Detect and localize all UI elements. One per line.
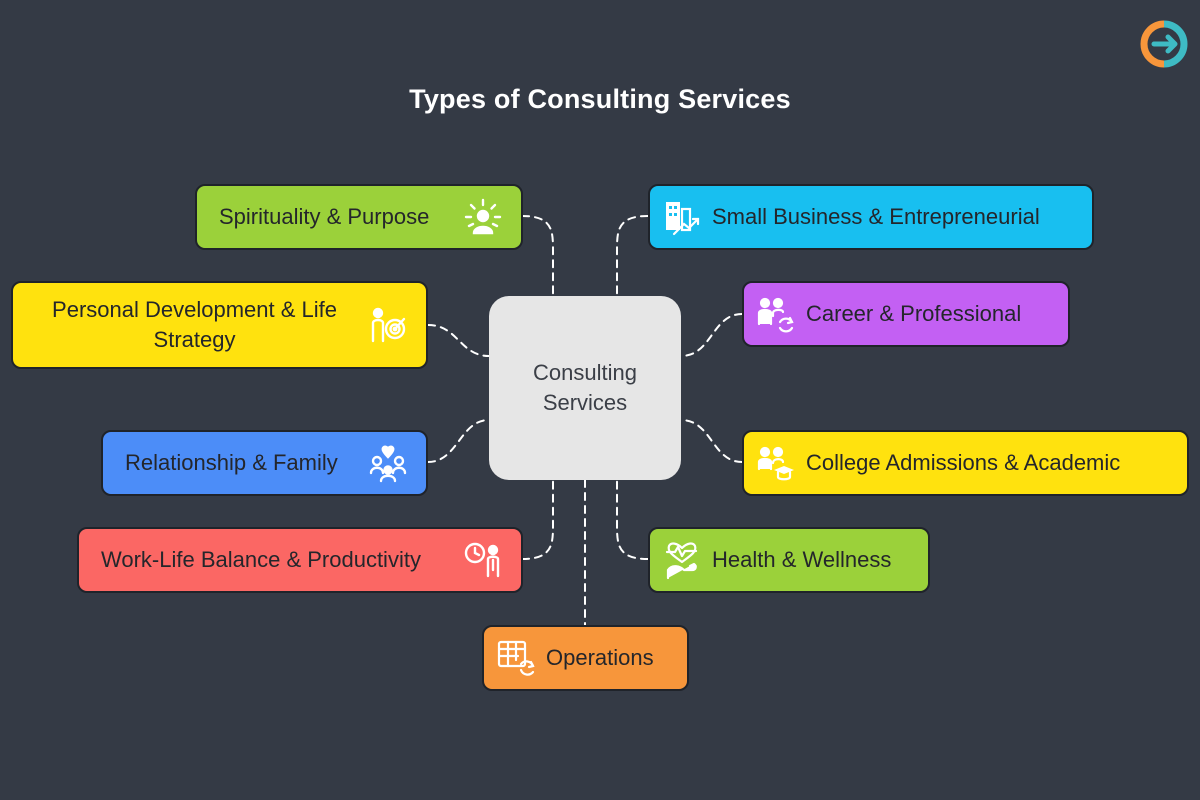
node-operations: Operations (482, 625, 689, 691)
node-college-admissions: College Admissions & Academic (742, 430, 1189, 496)
connector-career (680, 313, 743, 357)
connector-health (616, 479, 649, 560)
connector-work-life (521, 479, 554, 560)
building-growth-icon (666, 202, 700, 236)
people-cycle-icon (757, 297, 794, 333)
spreadsheet-cycle-icon (497, 640, 535, 676)
node-work-life-balance: Work-Life Balance & Productivity (77, 527, 523, 593)
connector-personal-development (427, 324, 490, 357)
node-label: Health & Wellness (712, 547, 892, 572)
node-label: Operations (546, 645, 654, 670)
hub-consulting-services: Consulting Services (489, 296, 681, 480)
node-relationship-family: Relationship & Family (101, 430, 428, 496)
node-label: College Admissions & Academic (806, 450, 1121, 475)
node-label: Work-Life Balance & Productivity (101, 547, 421, 572)
node-label: Personal Development & Life Strategy (52, 297, 337, 352)
family-heart-icon (369, 445, 407, 483)
connector-relationship (427, 419, 490, 463)
sun-person-icon (464, 198, 502, 235)
node-spirituality-purpose: Spirituality & Purpose (195, 184, 523, 250)
node-label: Relationship & Family (125, 450, 338, 475)
brand-logo-icon (1140, 20, 1188, 68)
node-label: Spirituality & Purpose (219, 204, 430, 229)
person-target-icon (371, 307, 406, 343)
heartbeat-arm-icon (665, 542, 698, 580)
connector-small-business (616, 215, 649, 297)
clock-person-icon (464, 542, 500, 578)
node-personal-development: Personal Development & Life Strategy (11, 281, 428, 369)
node-career-professional: Career & Professional (742, 281, 1070, 347)
node-small-business: Small Business & Entrepreneurial (648, 184, 1094, 250)
node-label: Career & Professional (806, 301, 1022, 326)
node-label: Small Business & Entrepreneurial (712, 204, 1040, 229)
connector-college (680, 419, 743, 463)
node-health-wellness: Health & Wellness (648, 527, 930, 593)
hub-label: Consulting Services (533, 360, 637, 415)
connector-spirituality (521, 215, 554, 297)
graduates-icon (757, 446, 794, 481)
diagram-title: Types of Consulting Services (409, 84, 791, 114)
